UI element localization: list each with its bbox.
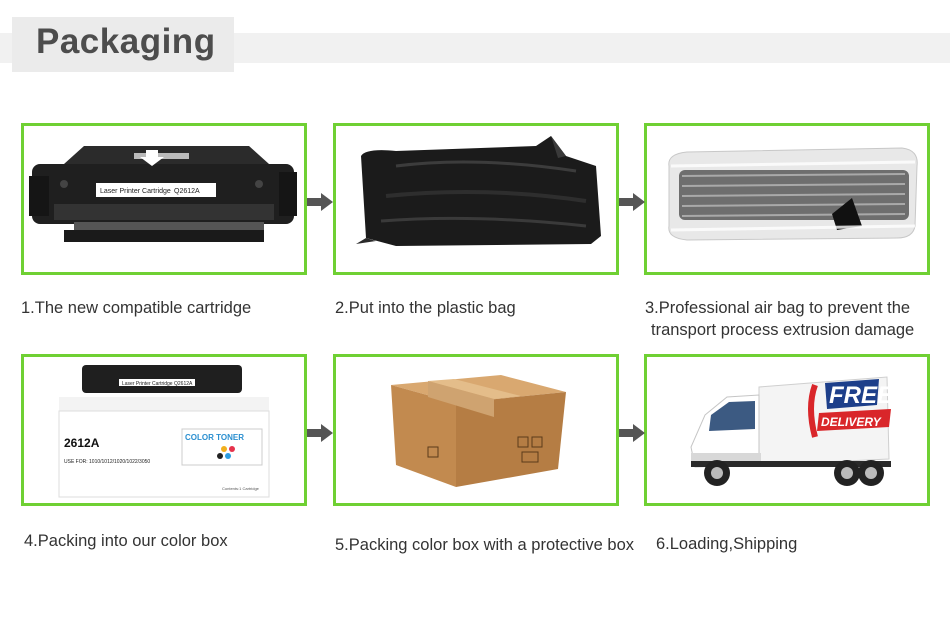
arrow-right-icon <box>619 193 645 211</box>
delivery-truck-image: FREE DELIVERY <box>690 376 894 486</box>
cartridge-model: Q2612A <box>174 188 200 195</box>
box-model-text: 2612A <box>64 436 100 450</box>
page-title: Packaging <box>36 22 216 61</box>
cartridge-image: Laser Printer Cartridge Q2612A <box>29 146 297 242</box>
step-5-caption: 5.Packing color box with a protective bo… <box>335 536 634 554</box>
arrow-right-icon <box>307 424 333 442</box>
step-6-image: FREE DELIVERY <box>644 354 930 506</box>
truck-delivery-text: DELIVERY <box>821 415 882 429</box>
step-2-image <box>333 123 619 275</box>
step-3-image <box>644 123 930 275</box>
box-brand-text: COLOR TONER <box>185 433 244 442</box>
step-4-image: Laser Printer Cartridge Q2612A 2612A USE… <box>21 354 307 506</box>
step-3-caption-line1: 3.Professional air bag to prevent the <box>645 299 911 317</box>
step-3-caption: 3.Professional air bag to prevent the tr… <box>645 297 945 341</box>
box-cartridge-model: Q2612A <box>174 381 193 387</box>
plastic-bag-image <box>356 136 601 246</box>
step-2-caption: 2.Put into the plastic bag <box>335 299 516 317</box>
air-bag-image <box>668 147 918 241</box>
step-3-caption-line2: transport process extrusion damage <box>651 321 915 339</box>
step-6-caption: 6.Loading,Shipping <box>656 535 798 553</box>
step-5-image <box>333 354 619 506</box>
truck-free-text: FREE <box>829 382 894 409</box>
cartridge-label: Laser Printer Cartridge <box>100 188 171 195</box>
box-small-text: Contents:1 Cartridge <box>222 486 260 491</box>
step-4-caption: 4.Packing into our color box <box>24 532 228 550</box>
arrow-right-icon <box>307 193 333 211</box>
step-1-image: Laser Printer Cartridge Q2612A <box>21 123 307 275</box>
arrow-right-icon <box>619 424 645 442</box>
box-use-text: USE FOR: 1010/1012/1020/1022/3050 <box>64 459 150 465</box>
box-cartridge-label: Laser Printer Cartridge <box>122 381 173 387</box>
cardboard-box-image <box>391 375 566 487</box>
step-1-caption: 1.The new compatible cartridge <box>21 299 252 317</box>
header-box <box>12 17 234 72</box>
color-box-image: Laser Printer Cartridge Q2612A 2612A USE… <box>58 365 270 498</box>
